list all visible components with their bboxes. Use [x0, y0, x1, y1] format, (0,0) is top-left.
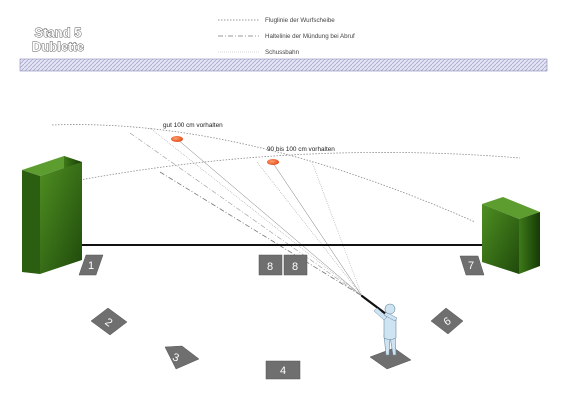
stand-8-left: 8	[258, 254, 283, 276]
shot-path-2	[256, 161, 363, 297]
stand-8-left-number: 8	[267, 261, 273, 273]
trap-house-low	[482, 197, 540, 274]
trap-house-low-front	[482, 204, 519, 274]
clay-target-1	[171, 136, 183, 142]
lead-line-target-2	[272, 162, 363, 297]
shot-path-1	[149, 127, 363, 297]
hold-line-2	[129, 132, 363, 297]
legend-label-flight: Fluglinie der Wurfscheibe	[265, 17, 335, 24]
lead-line-target-1	[176, 138, 363, 297]
trap-house-low-side	[519, 212, 540, 274]
stand-6-number: 6	[442, 315, 454, 328]
diagram-title: Stand 5 Dublette	[32, 25, 85, 55]
trap-house-low-top	[482, 197, 540, 219]
legend: Fluglinie der Wurfscheibe Haltelinie der…	[218, 17, 355, 56]
stand-3: 3	[164, 345, 200, 370]
annotation-target-1: gut 100 cm vorhalten	[163, 122, 223, 129]
trap-house-high	[22, 156, 82, 274]
flight-line-low-house	[79, 152, 521, 181]
flight-line-high-house	[51, 124, 476, 223]
stand-5	[369, 347, 412, 370]
stand-1-number: 1	[88, 260, 94, 272]
stand-8-right-number: 8	[292, 261, 298, 273]
stand-4: 4	[265, 360, 301, 380]
stand-3-number: 3	[171, 351, 181, 364]
header-banner	[19, 58, 548, 72]
stand-7-number: 7	[468, 260, 474, 272]
shooter-head	[384, 303, 396, 315]
stand-8-right: 8	[283, 254, 308, 276]
stand-4-number: 4	[280, 365, 286, 377]
legend-label-hold: Haltelinie der Mündung bei Abruf	[265, 33, 355, 40]
legend-label-shot: Schussbahn	[265, 49, 300, 56]
title-dublette: Dublette	[32, 39, 84, 54]
stand-6: 6	[430, 307, 464, 335]
title-stand: Stand 5	[35, 25, 82, 40]
stand-7: 7	[459, 255, 485, 276]
stand-2: 2	[90, 307, 128, 336]
shotgun	[360, 294, 388, 316]
hold-line-1	[159, 171, 363, 297]
clay-target-2	[267, 159, 279, 165]
trap-house-high-front	[40, 162, 82, 274]
stand-2-number: 2	[102, 316, 114, 329]
annotation-target-2: 90 bis 100 cm vorhalten	[267, 146, 335, 153]
stand-1: 1	[78, 254, 104, 276]
shooter-figure	[360, 294, 398, 356]
